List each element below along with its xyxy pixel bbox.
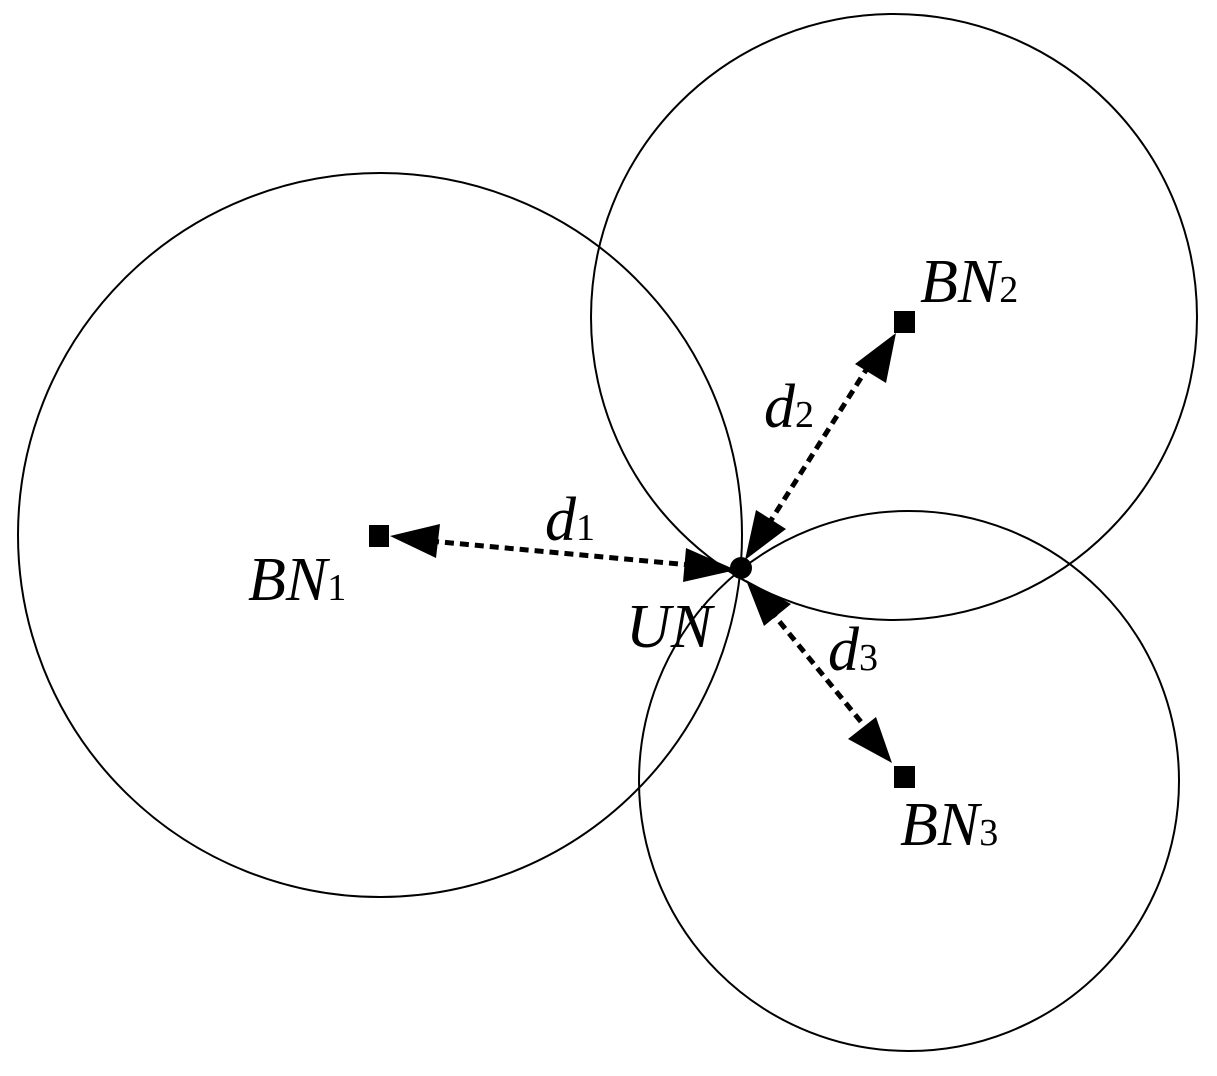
arrowhead-d3-bn3 xyxy=(848,717,892,763)
label-d1-main: d xyxy=(545,486,577,554)
label-un: UN xyxy=(626,593,716,661)
distance-d2 xyxy=(745,333,896,560)
label-bn1: BN1 xyxy=(248,546,346,614)
arrowhead-d1-un xyxy=(683,548,736,582)
label-bn1-main: BN xyxy=(248,546,331,614)
label-d2-sub: 2 xyxy=(795,394,814,436)
arrowhead-d3-un xyxy=(746,580,791,626)
label-d1: d1 xyxy=(545,486,595,554)
label-d2-main: d xyxy=(764,373,796,441)
label-d1-sub: 1 xyxy=(576,507,595,549)
label-bn2-main: BN xyxy=(920,248,1003,316)
distance-line-d3 xyxy=(768,608,868,730)
label-d3-main: d xyxy=(828,616,860,684)
label-d3-sub: 3 xyxy=(859,637,878,679)
distance-d1 xyxy=(390,524,736,582)
beacon-node-bn2 xyxy=(894,311,915,333)
arrowhead-d2-un xyxy=(745,510,786,560)
beacon-node-bn3 xyxy=(894,766,915,788)
label-d3: d3 xyxy=(828,616,878,684)
beacon-node-bn1 xyxy=(369,525,389,547)
label-bn3-sub: 3 xyxy=(979,812,998,854)
arrowhead-d2-bn2 xyxy=(855,333,896,383)
arrowhead-d1-bn1 xyxy=(390,524,440,558)
user-node xyxy=(730,557,752,579)
label-bn2: BN2 xyxy=(920,248,1018,316)
distance-line-d2 xyxy=(765,368,869,527)
label-d2: d2 xyxy=(764,373,814,441)
range-circle-bn2 xyxy=(590,13,1198,621)
label-bn3-main: BN xyxy=(900,791,983,859)
distance-d3 xyxy=(746,580,892,763)
label-bn3: BN3 xyxy=(900,791,998,859)
range-circle-bn1 xyxy=(17,172,743,898)
label-bn1-sub: 1 xyxy=(327,567,346,609)
label-bn2-sub: 2 xyxy=(999,269,1018,311)
distance-line-d1 xyxy=(429,538,691,568)
range-circle-bn3 xyxy=(638,510,1180,1052)
